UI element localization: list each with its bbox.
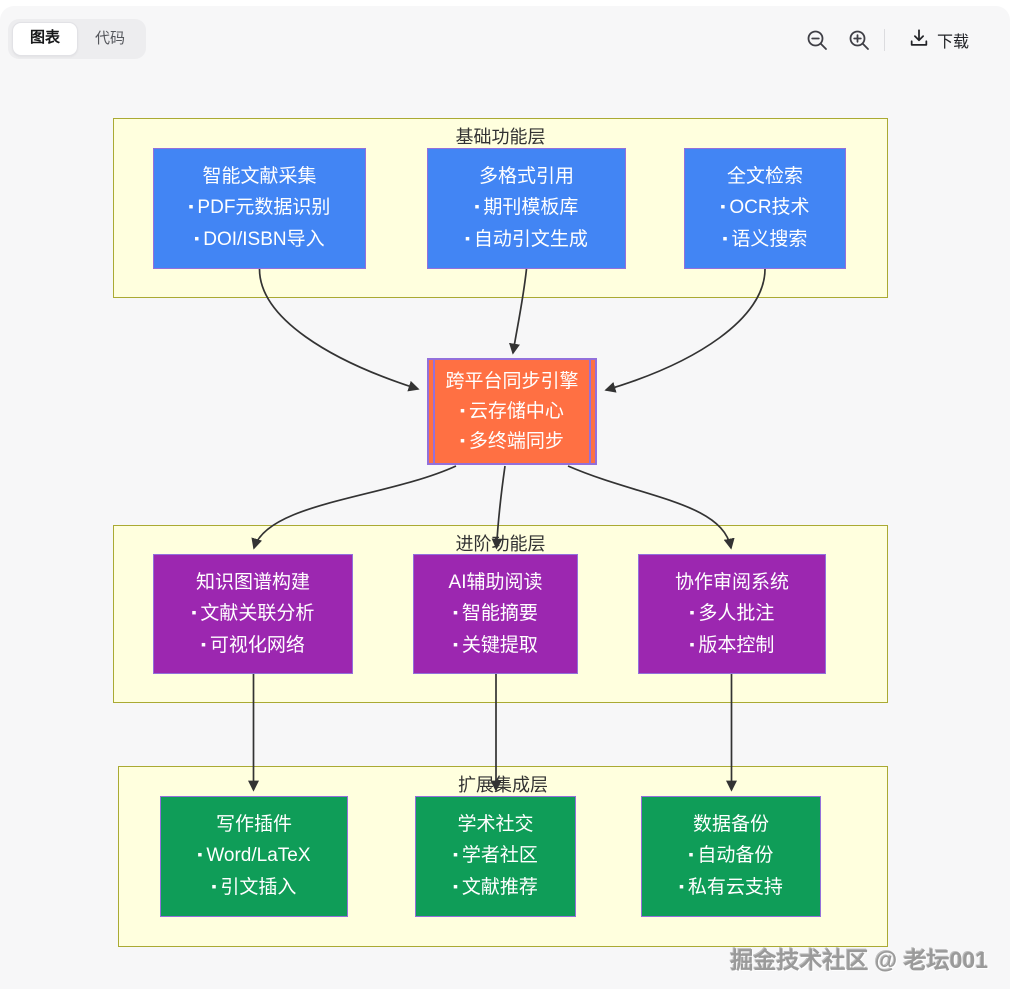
magnifier-plus-icon <box>847 28 871 52</box>
node-writing-plugin: 写作插件 Word/LaTeX 引文插入 <box>160 796 348 917</box>
node-bullet: 文献推荐 <box>453 872 538 904</box>
download-button[interactable]: 下载 <box>908 26 969 54</box>
node-bullet: DOI/ISBN导入 <box>194 224 324 256</box>
node-bullet: 文献关联分析 <box>192 598 314 630</box>
node-sync-engine-hub: 跨平台同步引擎 云存储中心 多终端同步 <box>427 358 597 465</box>
node-literature-collection: 智能文献采集 PDF元数据识别 DOI/ISBN导入 <box>153 148 366 269</box>
node-bullet: 可视化网络 <box>201 630 305 662</box>
node-bullet: 期刊模板库 <box>475 192 578 224</box>
node-bullet: 学者社区 <box>453 840 538 872</box>
cluster-basic-layer-title: 基础功能层 <box>455 127 546 147</box>
node-bullet: 云存储中心 <box>460 397 564 427</box>
node-title: 全文检索 <box>726 166 803 187</box>
hub-inner-line-right <box>589 360 591 463</box>
cluster-advanced-layer-title: 进阶功能层 <box>455 534 546 554</box>
node-bullet: OCR技术 <box>720 192 809 224</box>
node-academic-social: 学术社交 学者社区 文献推荐 <box>415 796 576 917</box>
node-ai-reading: AI辅助阅读 智能摘要 关键提取 <box>413 554 578 674</box>
toolbar-divider <box>884 29 885 51</box>
preview-panel: 图表 代码 下载 <box>0 6 1010 989</box>
zoom-in-button[interactable] <box>845 26 873 54</box>
node-bullet: 自动引文生成 <box>465 224 588 256</box>
node-title: 写作插件 <box>215 814 292 835</box>
node-title: 多格式引用 <box>478 166 574 187</box>
node-knowledge-graph: 知识图谱构建 文献关联分析 可视化网络 <box>153 554 353 674</box>
node-title: 学术社交 <box>457 814 534 835</box>
node-title: 协作审阅系统 <box>674 571 789 593</box>
node-bullet: 多终端同步 <box>460 427 564 457</box>
node-bullet: Word/LaTeX <box>197 840 310 872</box>
node-collaborative-review: 协作审阅系统 多人批注 版本控制 <box>638 554 826 674</box>
node-bullet: PDF元数据识别 <box>189 192 330 224</box>
node-data-backup: 数据备份 自动备份 私有云支持 <box>641 796 821 917</box>
view-tab-group: 图表 代码 <box>8 19 147 59</box>
node-title: 知识图谱构建 <box>195 571 310 593</box>
node-bullet: 自动备份 <box>689 840 773 872</box>
tab-code[interactable]: 代码 <box>95 30 126 47</box>
download-icon <box>908 27 930 54</box>
node-multi-format-citation: 多格式引用 期刊模板库 自动引文生成 <box>427 148 626 269</box>
watermark: 掘金技术社区 @ 老坛001 <box>730 947 988 973</box>
node-title: 数据备份 <box>692 814 769 835</box>
magnifier-minus-icon <box>805 28 829 52</box>
node-bullet: 语义搜索 <box>723 224 807 256</box>
node-bullet: 版本控制 <box>690 630 774 662</box>
node-bullet: 引文插入 <box>212 872 296 904</box>
hub-inner-line-left <box>433 360 435 463</box>
node-title: 智能文献采集 <box>202 166 317 187</box>
node-title: 跨平台同步引擎 <box>445 370 579 392</box>
tab-chart[interactable]: 图表 <box>12 22 79 56</box>
download-label: 下载 <box>937 34 970 51</box>
node-bullet: 多人批注 <box>690 598 774 630</box>
node-bullet: 私有云支持 <box>679 872 783 904</box>
node-bullet: 智能摘要 <box>453 598 538 630</box>
node-fulltext-search: 全文检索 OCR技术 语义搜索 <box>684 148 846 269</box>
zoom-out-button[interactable] <box>803 26 831 54</box>
node-title: AI辅助阅读 <box>448 571 543 593</box>
cluster-extension-layer-title: 扩展集成层 <box>458 775 548 795</box>
node-bullet: 关键提取 <box>453 630 538 662</box>
